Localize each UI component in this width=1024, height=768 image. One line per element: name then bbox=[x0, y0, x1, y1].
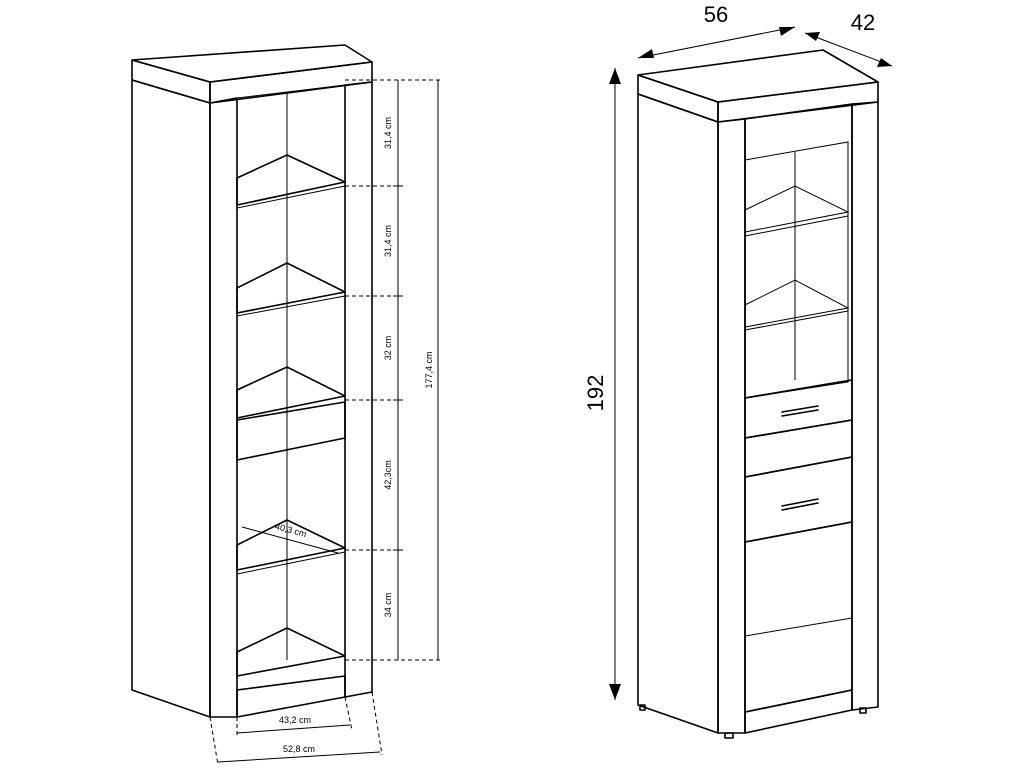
shelf-1-height-label: 31,4 cm bbox=[383, 117, 393, 149]
overall-height-label: 192 bbox=[583, 375, 608, 412]
left-width-dimensions bbox=[209, 691, 383, 766]
shelf-5-height-label: 34 cm bbox=[383, 593, 393, 618]
right-dimension-arrows bbox=[609, 26, 893, 700]
shelf-4-height-label: 42,3cm bbox=[383, 460, 393, 490]
overall-depth-label: 42 bbox=[851, 10, 875, 35]
total-inner-height-label: 177,4 cm bbox=[424, 351, 434, 388]
left-cabinet-drawing bbox=[131, 44, 373, 718]
right-cabinet-drawing bbox=[637, 49, 879, 739]
shelf-3-height-label: 32 cm bbox=[383, 336, 393, 361]
shelf-depth-label: 40,3 cm bbox=[274, 521, 308, 539]
outer-width-label: 52,8 cm bbox=[283, 744, 315, 754]
left-vertical-dimensions bbox=[345, 79, 440, 661]
overall-width-label: 56 bbox=[704, 2, 728, 27]
inner-width-label: 43,2 cm bbox=[279, 715, 311, 725]
shelf-2-height-label: 31,4 cm bbox=[383, 225, 393, 257]
